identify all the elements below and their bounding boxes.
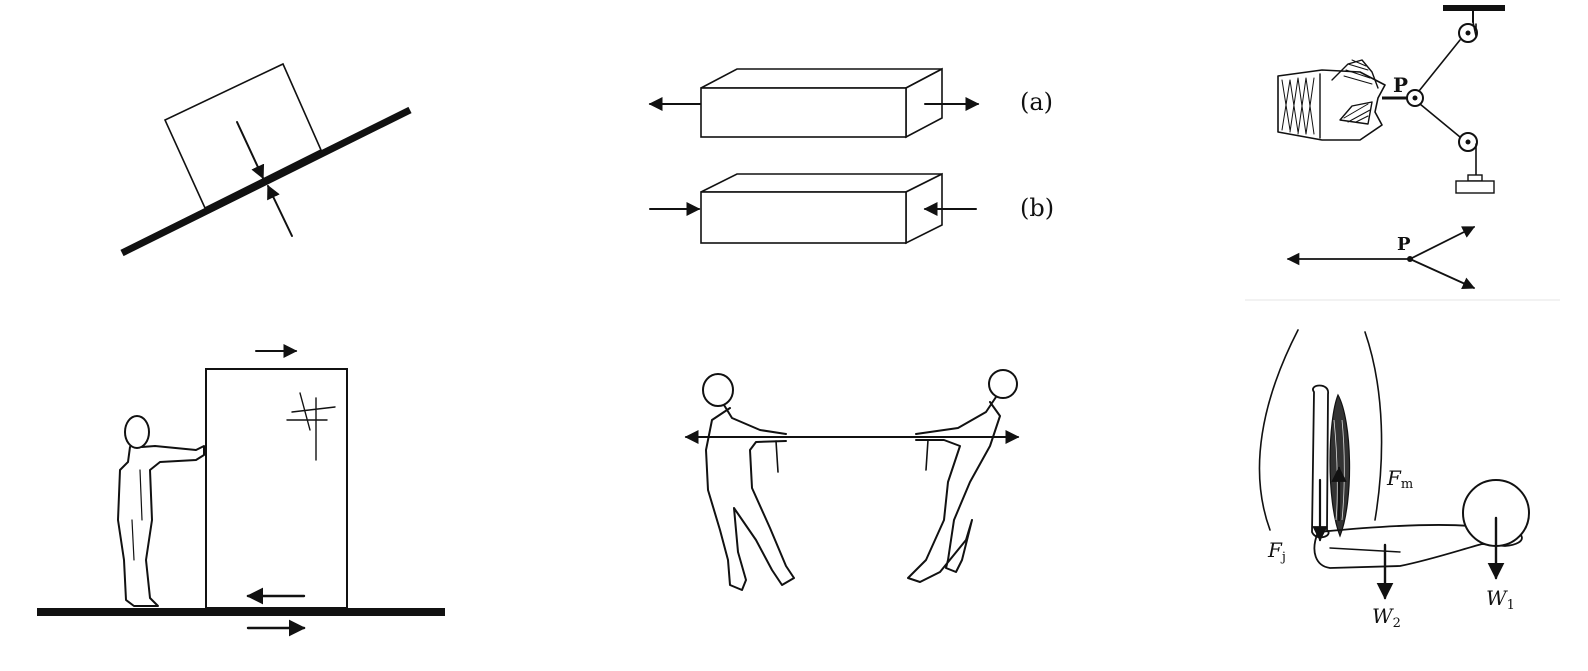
upper-arm-outline xyxy=(1258,329,1383,531)
panel-person-pushing-box xyxy=(37,344,445,637)
incline-surface xyxy=(120,106,412,257)
point-p-label: P xyxy=(1393,73,1408,97)
panel-traction: P P xyxy=(1245,5,1560,301)
normal-force-arrow-down xyxy=(236,121,265,180)
panel-blocks: (a) (b) xyxy=(648,67,1054,245)
pushing-person-figure xyxy=(117,415,205,607)
label-weight-ball: W1 xyxy=(1486,586,1515,613)
forearm-outline xyxy=(1313,524,1523,569)
label-a: (a) xyxy=(1020,88,1053,116)
label-weight-forearm: W2 xyxy=(1372,604,1401,631)
hanging-weight xyxy=(1455,174,1495,194)
panel-forearm: Fm Fj W2 W1 xyxy=(1258,329,1530,631)
panel-tug-of-war xyxy=(684,369,1020,591)
label-muscle-force: Fm xyxy=(1386,466,1413,492)
label-joint-force: Fj xyxy=(1267,538,1286,565)
leg-cast xyxy=(1277,59,1386,141)
box-a xyxy=(700,67,943,139)
force-vector-diagram: P xyxy=(1286,226,1476,290)
left-puller-figure xyxy=(702,373,795,591)
label-b: (b) xyxy=(1020,194,1054,222)
right-puller-figure xyxy=(907,369,1018,583)
vector-point-p-label: P xyxy=(1397,234,1411,255)
box-b xyxy=(700,172,943,245)
cross-mark xyxy=(286,392,336,461)
normal-force-arrow-up xyxy=(267,184,293,237)
panel-block-on-incline xyxy=(120,62,412,257)
box-being-pushed xyxy=(205,368,348,609)
